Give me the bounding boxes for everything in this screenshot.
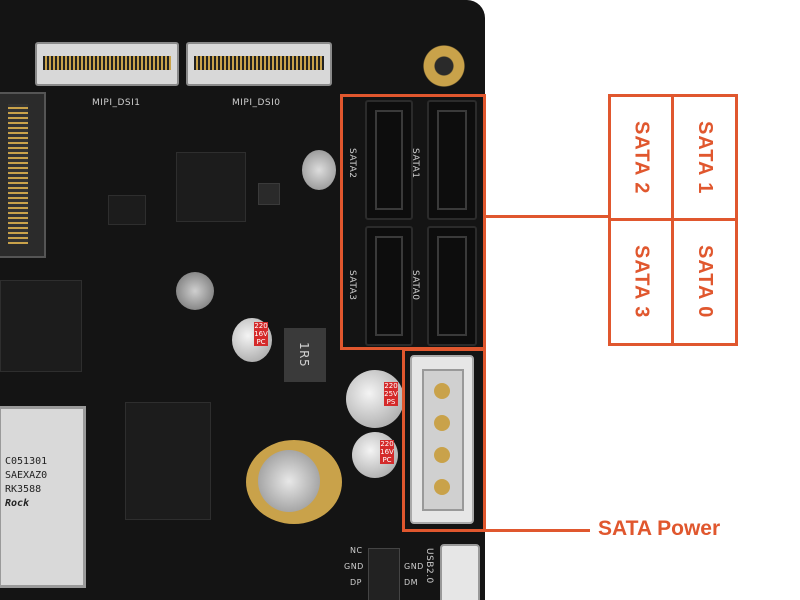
- circuit-board: MIPI_DSI1 MIPI_DSI0 1R5 C051301 SAEXAZ0 …: [0, 0, 485, 600]
- standoff: [302, 150, 336, 190]
- sata2-callout-label: SATA 2: [630, 120, 653, 195]
- soc-line4: C051301: [5, 456, 48, 467]
- sata0-port: [427, 226, 477, 346]
- sata0-label: SATA0: [410, 270, 420, 301]
- sata2-label: SATA2: [347, 148, 357, 179]
- sata2-port: [365, 100, 413, 220]
- memory-chip-2: [125, 402, 211, 520]
- ethernet-chip: [176, 152, 246, 222]
- soc: C051301 SAEXAZ0 RK3588 Rock: [0, 406, 86, 588]
- small-chip: [108, 195, 146, 225]
- usb-port: [440, 544, 480, 600]
- soc-line3: SAEXAZ0: [5, 470, 48, 481]
- screw: [176, 272, 214, 310]
- soc-line2: RK3588: [5, 484, 42, 495]
- mipi-dsi1-connector: [35, 42, 179, 86]
- pin-nc-label: NC: [350, 546, 363, 555]
- sata3-port: [365, 226, 413, 346]
- sata3-callout-label: SATA 3: [630, 245, 653, 319]
- sata3-label: SATA3: [347, 270, 357, 301]
- m2-slot: [0, 92, 46, 258]
- sata0-callout-label: SATA 0: [694, 245, 716, 319]
- sata-power-highlight: [402, 348, 486, 532]
- crystal: [258, 183, 280, 205]
- sata1-label: SATA1: [410, 148, 420, 179]
- soc-line1: Rock: [5, 498, 30, 509]
- mipi-dsi0-label: MIPI_DSI0: [232, 98, 281, 108]
- usb-header: [368, 548, 400, 600]
- sata-ports-highlight: [340, 94, 486, 350]
- sata1-port: [427, 100, 477, 220]
- battery-holder: [246, 440, 342, 524]
- usb-label: USB2.0: [424, 548, 434, 584]
- mounting-hole: [422, 44, 466, 88]
- mipi-dsi1-label: MIPI_DSI1: [92, 98, 141, 108]
- sata-power-callout-label: SATA Power: [598, 517, 721, 540]
- sata-power-connector: [410, 355, 474, 524]
- sata-callout-line: [486, 215, 610, 218]
- sata1-callout-label: SATA 1: [694, 120, 716, 195]
- pin-gnd-label-1: GND: [344, 562, 364, 571]
- inductor-label: 1R5: [297, 342, 311, 368]
- mipi-dsi0-connector: [186, 42, 332, 86]
- pin-dm-label: DM: [404, 578, 419, 587]
- pin-gnd-label-2: GND: [404, 562, 424, 571]
- grid-horizontal-divider: [608, 218, 738, 221]
- inductor: [284, 328, 326, 382]
- sata-power-callout-line: [486, 529, 590, 532]
- pin-dp-label-1: DP: [350, 578, 362, 587]
- memory-chip-1: [0, 280, 82, 372]
